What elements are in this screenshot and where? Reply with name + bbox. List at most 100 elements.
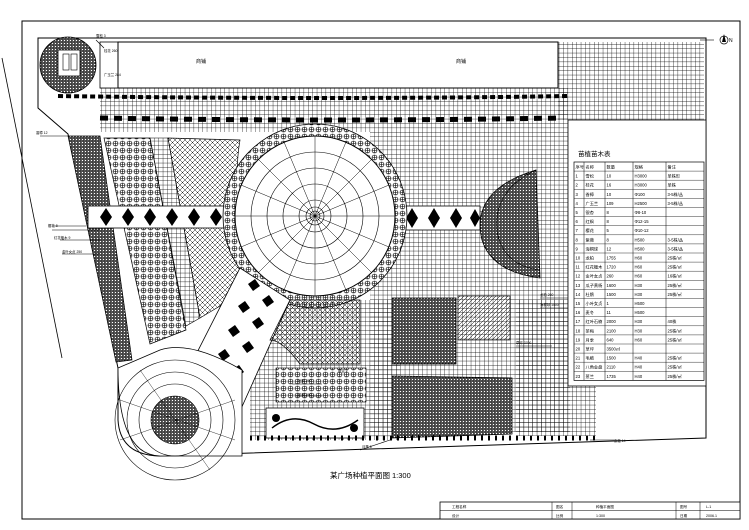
plant-table-cell: 6	[576, 219, 579, 224]
leader-label: 金叶女贞 250	[62, 249, 82, 254]
plant-table-cell: 25株/㎡	[668, 355, 683, 362]
plant-table-cell: H500	[635, 301, 646, 306]
plant-table-cell: 毛鹃	[586, 355, 594, 362]
plant-table-cell: 3	[576, 192, 579, 197]
plant-table-cell: 16株/㎡	[668, 273, 683, 280]
leader-label: 杜鹃 250	[298, 378, 311, 383]
plant-table-cell: 1600	[607, 283, 617, 288]
plant-table-cell: 1	[607, 301, 610, 306]
plant-table-cell: H60	[635, 337, 643, 342]
central-circular-plaza	[222, 123, 408, 309]
plant-table-cell: 8	[576, 237, 579, 242]
leader-label: 红花檵木 9	[54, 235, 71, 240]
plant-table-cell: 1	[576, 174, 579, 179]
plant-table-cell: 14	[576, 292, 581, 297]
shops-building	[117, 41, 559, 89]
svg-text:N: N	[729, 38, 733, 44]
plant-table-cell: 葱兰	[586, 373, 594, 379]
plant-table-title: 苗植苗木表	[578, 149, 611, 158]
title-block-cell: 2006.1	[706, 514, 717, 518]
plant-table-cell: 月季	[586, 336, 595, 343]
title-block-cell: 图号	[680, 504, 688, 509]
leader-label: 雪松 3	[96, 33, 106, 38]
leader-label: 广玉兰 284	[104, 72, 121, 77]
hedge-row-top	[57, 94, 571, 123]
leader-label: 香樟 12	[36, 130, 48, 135]
plant-table-header-cell: 规格	[635, 164, 644, 171]
plant-table-cell: 40株	[668, 318, 678, 325]
plant-table-cell: 1720	[607, 265, 617, 270]
plant-table-cell: 10	[607, 174, 612, 179]
plant-table-cell: 17	[576, 319, 581, 324]
plant-table-header-cell: 备注	[668, 164, 677, 171]
shop-label-2: 商铺	[456, 58, 466, 65]
title-block-cell: 图名	[556, 504, 564, 509]
plant-table-cell: 4	[576, 201, 579, 206]
plant-table-cell: 10	[607, 192, 612, 197]
east-bed-upper	[391, 297, 457, 365]
plant-table-cell: H500	[635, 310, 646, 315]
plant-table-cell: H40	[635, 365, 643, 370]
plant-table-cell: H500	[635, 237, 646, 242]
plant-table-cell: 1735	[607, 374, 617, 379]
plant-table-cell: H40	[635, 356, 643, 361]
plant-table-cell: 单株	[668, 182, 677, 189]
plant-table-cell: H2500	[635, 201, 648, 206]
diamond-band-east	[397, 205, 481, 231]
plant-table-cell: 20	[576, 347, 581, 352]
plant-table-header-cell: 序号	[576, 164, 584, 171]
leader-label: 紫薇 14	[614, 438, 626, 443]
plant-table-cell: 紫薇	[586, 236, 595, 243]
plant-table-cell: 龙柏	[586, 255, 594, 262]
drawing-title: 某广场种植平面图	[330, 470, 390, 480]
plant-table-cell: 11	[576, 265, 581, 270]
plant-table-cell: 红枫	[586, 218, 595, 225]
plant-table-cell: 香樟	[586, 191, 594, 198]
plant-table-cell: 15	[576, 301, 581, 306]
east-crescent-garden	[479, 169, 541, 279]
title-block: 工程名称 图名 种植平面图 图号 L-1 设计 比例 1:300 日期 2006…	[439, 501, 741, 520]
leader-label: 月季 8	[362, 444, 372, 449]
plant-table-cell: 单株形	[668, 173, 681, 180]
plant-table-cell: Φ12-15	[635, 219, 650, 224]
plant-table-cell: 13	[576, 283, 581, 288]
plant-table-cell: 瓜子黄杨	[586, 282, 603, 289]
plant-table-cell: 8	[607, 210, 610, 215]
plant-table-cell: 25株/㎡	[668, 364, 683, 371]
left-bed-outer	[67, 135, 133, 363]
plant-table-cell: 640	[607, 337, 615, 342]
plant-table-cell: 25株/㎡	[668, 336, 683, 343]
title-block-cell: 1:300	[596, 514, 605, 518]
plant-table-cell: 5	[576, 210, 579, 215]
plant-table-cell: 2110	[607, 365, 617, 370]
leader-label: 樱花 8	[48, 223, 58, 228]
plant-table-cell: 八角金盘	[586, 364, 603, 371]
plant-table-cell: 18	[576, 328, 581, 333]
plant-table-cell: 12	[576, 274, 581, 279]
left-bed-mid	[103, 137, 187, 345]
title-block-cell: 日期	[680, 513, 688, 518]
leader-label: 草坪 3700	[516, 340, 531, 345]
plant-table-cell: 红叶石楠	[586, 318, 603, 325]
plant-table-cell: 8	[607, 219, 610, 224]
plant-table-cell: 12	[607, 246, 612, 251]
plant-table-cell: 22	[576, 365, 581, 370]
plant-table-cell: Φ100	[635, 192, 646, 197]
shop-label-1: 商铺	[196, 58, 206, 65]
outer-frame	[21, 20, 741, 520]
plant-table-cell: 9	[576, 246, 579, 251]
leader-label: 海桐球 1500	[540, 302, 559, 307]
plant-table-cell: 1755	[607, 256, 617, 261]
leader-label: 红枫 250	[298, 392, 311, 397]
title-block-cell: 工程名称	[452, 504, 467, 509]
road-edge-line	[1, 57, 63, 359]
plant-table-cell: 16	[607, 183, 612, 188]
wave-bench-feature	[265, 407, 365, 439]
plant-table-cell: 19	[576, 337, 581, 342]
plant-table-cell: H60	[635, 265, 643, 270]
leader-label: 银杏 2	[338, 368, 348, 373]
plant-table-cell: 樱花	[586, 227, 594, 234]
plant-table-cell: 16	[576, 310, 581, 315]
leader-label: 龙柏 260	[540, 292, 553, 297]
plant-table-cell: H30	[635, 328, 643, 333]
